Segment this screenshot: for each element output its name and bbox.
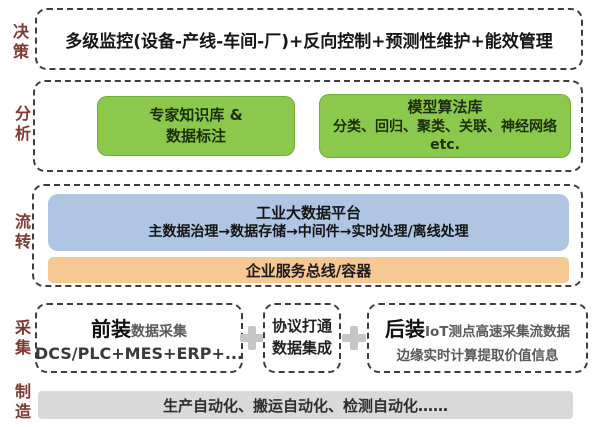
knowledge-line2: 数据标注 <box>165 127 226 145</box>
analysis-layer-box: 专家知识库 & 数据标注 模型算法库 分类、回归、聚类、关联、神经网络 etc. <box>33 80 583 172</box>
rear-emph: 后装 <box>384 316 425 341</box>
layer-label-analysis: 分析 <box>14 104 31 143</box>
layer-label-flow: 流转 <box>14 212 31 251</box>
expert-knowledge-box: 专家知识库 & 数据标注 <box>97 96 295 156</box>
layer-label-collection: 采集 <box>14 318 31 357</box>
decision-text: 多级监控(设备-产线-车间-厂)+反向控制+预测性维护+能效管理 <box>65 31 553 52</box>
platform-title: 工业大数据平台 <box>255 203 361 222</box>
front-collection-box: 前装数据采集 DCS/PLC+MES+ERP+... <box>35 303 243 373</box>
rear-edge-computing: 边缘实时计算提取价值信息 <box>396 347 559 364</box>
models-title: 模型算法库 <box>407 98 483 117</box>
plus-icon <box>342 326 366 350</box>
protocol-line2: 数据集成 <box>271 339 332 357</box>
bigdata-platform-box: 工业大数据平台 主数据治理→数据存储→中间件→实时处理/离线处理 <box>48 194 569 251</box>
flow-layer-box: 工业大数据平台 主数据治理→数据存储→中间件→实时处理/离线处理 企业服务总线/… <box>32 184 583 287</box>
front-title-row: 前装数据采集 <box>91 313 187 342</box>
rear-suffix: IoT测点高速采集流数据 <box>424 323 570 340</box>
decision-layer-box: 多级监控(设备-产线-车间-厂)+反向控制+预测性维护+能效管理 <box>35 8 583 70</box>
knowledge-line1: 专家知识库 & <box>149 106 243 124</box>
front-suffix: 数据采集 <box>131 324 187 340</box>
model-algorithm-box: 模型算法库 分类、回归、聚类、关联、神经网络 etc. <box>319 94 571 158</box>
layer-label-manufacturing: 制造 <box>14 382 31 421</box>
front-emph: 前装 <box>91 317 131 341</box>
platform-pipeline: 主数据治理→数据存储→中间件→实时处理/离线处理 <box>148 224 469 241</box>
models-body: 分类、回归、聚类、关联、神经网络 etc. <box>333 118 557 153</box>
protocol-line1: 协议打通 <box>271 317 332 336</box>
manufacturing-automation-box: 生产自动化、搬运自动化、检测自动化…… <box>38 391 573 419</box>
plus-icon <box>240 326 264 350</box>
protocol-integration-box: 协议打通 数据集成 <box>263 303 341 373</box>
service-bus-box: 企业服务总线/容器 <box>48 257 569 283</box>
layer-label-decision: 决策 <box>12 22 29 61</box>
front-systems: DCS/PLC+MES+ERP+... <box>34 344 244 363</box>
